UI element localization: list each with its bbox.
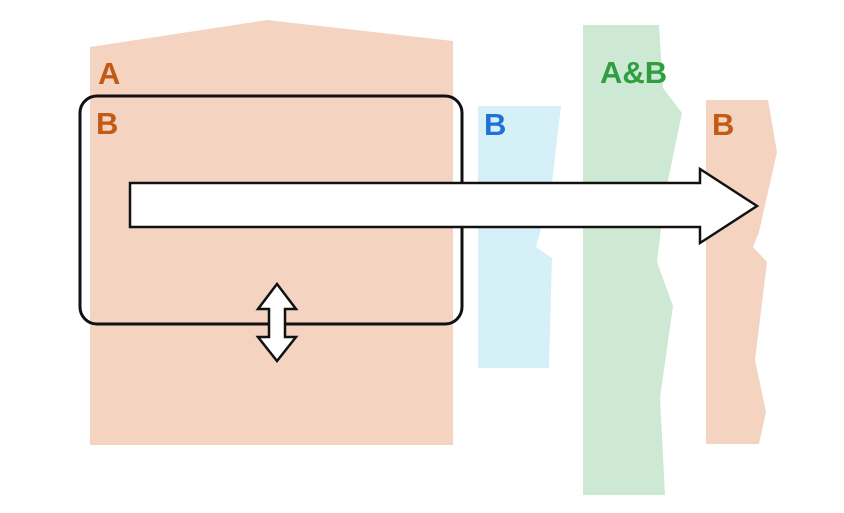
label-region-a: A xyxy=(98,56,120,91)
strip-ab-green-shape xyxy=(583,25,682,495)
strip-b-right-shape xyxy=(706,100,777,444)
strip-b-cyan-shape xyxy=(478,106,561,368)
region-a-shape xyxy=(90,20,453,445)
horizontal-right-arrow xyxy=(128,166,760,246)
label-strip-b-cyan: B xyxy=(484,107,506,142)
vertical-double-arrow xyxy=(255,281,299,364)
label-strip-ab: A&B xyxy=(600,55,667,90)
label-region-b-inner: B xyxy=(96,106,118,141)
label-strip-b-right: B xyxy=(712,107,734,142)
